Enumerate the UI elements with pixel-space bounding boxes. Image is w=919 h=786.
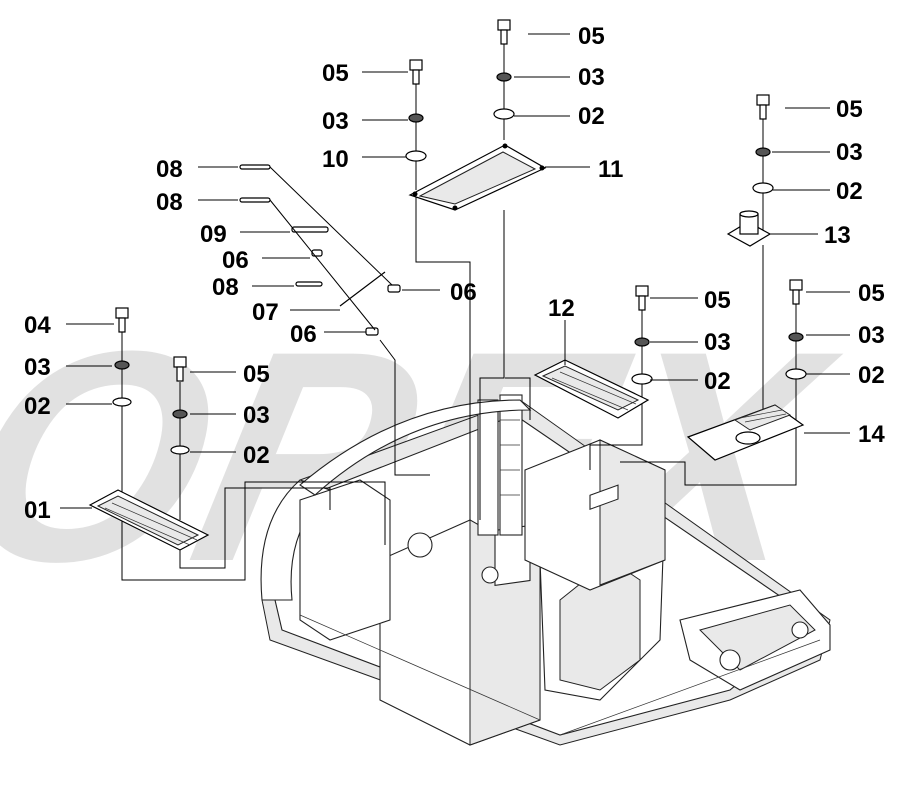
part-03-lockwasher [788, 332, 804, 342]
part-05-bolt [497, 19, 511, 45]
callout-02: 02 [243, 442, 270, 469]
part-03-lockwasher [408, 113, 424, 123]
callout-12: 12 [548, 295, 575, 322]
part-05-bolt [635, 285, 649, 311]
part-08-pin [239, 197, 271, 203]
part-05-bolt [409, 59, 423, 85]
callout-05: 05 [858, 280, 885, 307]
part-01-floor-mat [88, 489, 210, 551]
callout-leaders [60, 33, 850, 509]
callout-05: 05 [322, 60, 349, 87]
callout-06: 06 [450, 279, 477, 306]
callout-02: 02 [836, 178, 863, 205]
callout-02: 02 [24, 393, 51, 420]
part-11-cover-plate [408, 143, 547, 211]
callout-03: 03 [243, 402, 270, 429]
callout-14: 14 [858, 421, 885, 448]
callout-06: 06 [222, 247, 249, 274]
callout-08: 08 [212, 274, 239, 301]
callout-08: 08 [156, 189, 183, 216]
part-04-bolt [115, 307, 129, 333]
callout-03: 03 [836, 139, 863, 166]
part-03-lockwasher [172, 409, 188, 419]
callout-05: 05 [243, 361, 270, 388]
callout-07: 07 [252, 299, 279, 326]
assembly-leaders [121, 40, 797, 581]
part-05-bolt [173, 356, 187, 382]
callout-03: 03 [24, 354, 51, 381]
callout-03: 03 [858, 322, 885, 349]
callout-05: 05 [704, 287, 731, 314]
part-02-washer [785, 368, 807, 380]
part-03-lockwasher [755, 147, 771, 157]
part-02-washer [112, 397, 132, 407]
part-14-grille-panel [686, 404, 805, 461]
callout-08: 08 [156, 156, 183, 183]
part-06-clip [365, 327, 379, 336]
part-03-lockwasher [634, 337, 650, 347]
part-03-lockwasher [114, 360, 130, 370]
part-02-washer [752, 182, 774, 194]
part-07-link [339, 271, 386, 307]
part-02-washer [170, 445, 190, 455]
callout-11: 11 [598, 156, 623, 183]
callout-13: 13 [824, 222, 851, 249]
callout-05: 05 [578, 23, 605, 50]
callout-06: 06 [290, 321, 317, 348]
callout-01: 01 [24, 497, 51, 524]
part-05-bolt [789, 279, 803, 305]
part-02-washer [631, 373, 653, 385]
callout-09: 09 [200, 221, 227, 248]
callout-02: 02 [578, 103, 605, 130]
part-10-washer [405, 150, 427, 162]
part-12-floor-mat [533, 359, 650, 419]
callout-10: 10 [322, 146, 349, 173]
part-05-bolt [756, 94, 770, 120]
callout-03: 03 [704, 329, 731, 356]
part-09-rod [291, 226, 329, 233]
callout-labels: 01 02 03 04 05 03 02 05 03 10 08 08 09 0… [24, 23, 885, 524]
callout-05: 05 [836, 96, 863, 123]
callout-02: 02 [858, 362, 885, 389]
part-03-lockwasher [496, 72, 512, 82]
callout-04: 04 [24, 312, 51, 339]
part-13-cap [726, 210, 772, 247]
callout-03: 03 [578, 64, 605, 91]
part-06-clip [387, 284, 401, 293]
part-08-pin [295, 281, 323, 287]
machine-frame [260, 394, 831, 746]
callout-02: 02 [704, 368, 731, 395]
callout-03: 03 [322, 108, 349, 135]
part-02-washer [493, 108, 515, 120]
part-06-clip [311, 249, 323, 257]
part-08-pin [239, 164, 271, 170]
